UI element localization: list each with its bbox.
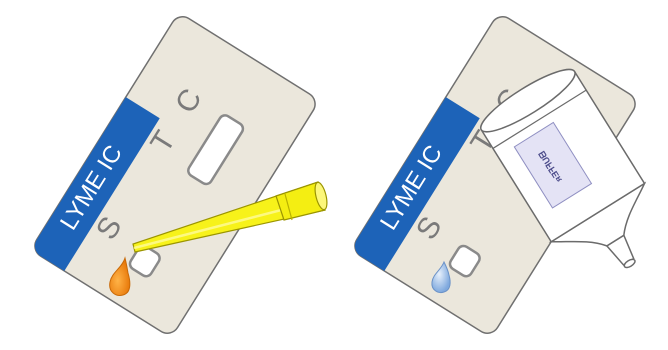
test-cassette-left: LYME IC C T S bbox=[25, 12, 319, 346]
right-panel: LYME IC C T S ᴙƎꟻꟻUᗺ bbox=[345, 12, 668, 346]
left-panel: LYME IC C T S bbox=[25, 12, 329, 346]
